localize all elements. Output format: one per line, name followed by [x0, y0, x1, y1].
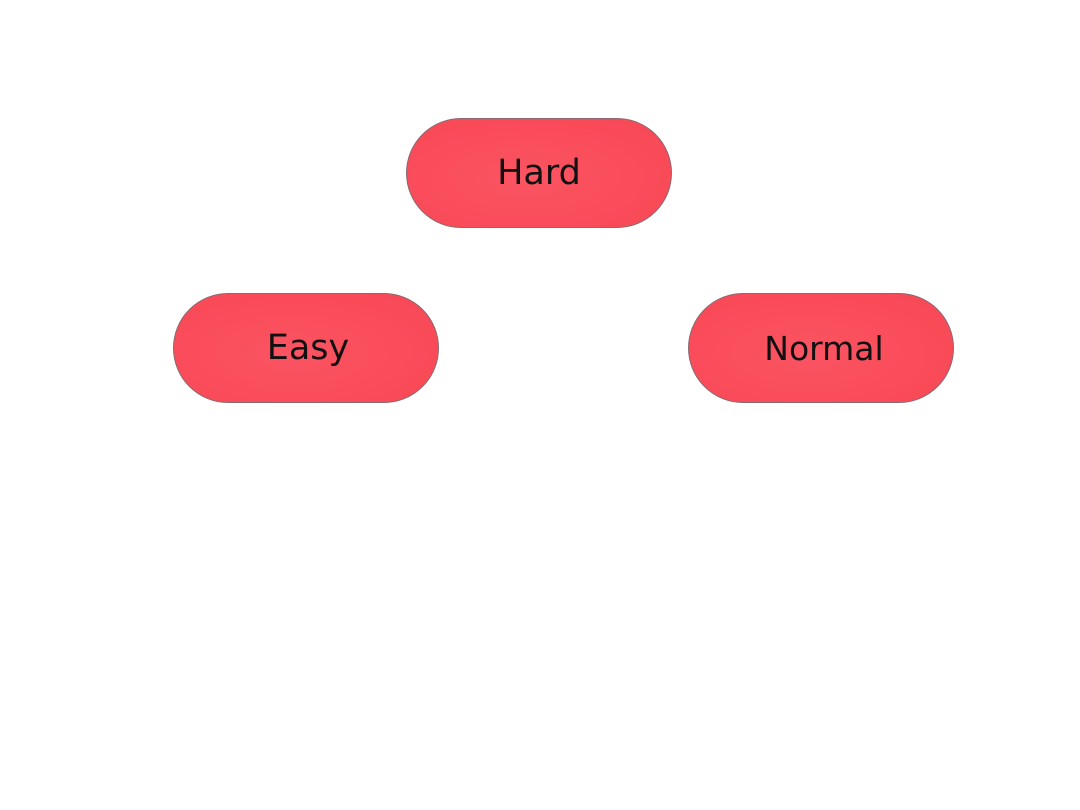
hard-difficulty-label: Hard [497, 152, 581, 193]
easy-difficulty-button[interactable]: Easy [173, 293, 439, 403]
normal-difficulty-button[interactable]: Normal [688, 293, 954, 403]
hard-difficulty-button[interactable]: Hard [406, 118, 672, 228]
easy-difficulty-label: Easy [266, 327, 350, 368]
normal-difficulty-label: Normal [764, 328, 884, 368]
